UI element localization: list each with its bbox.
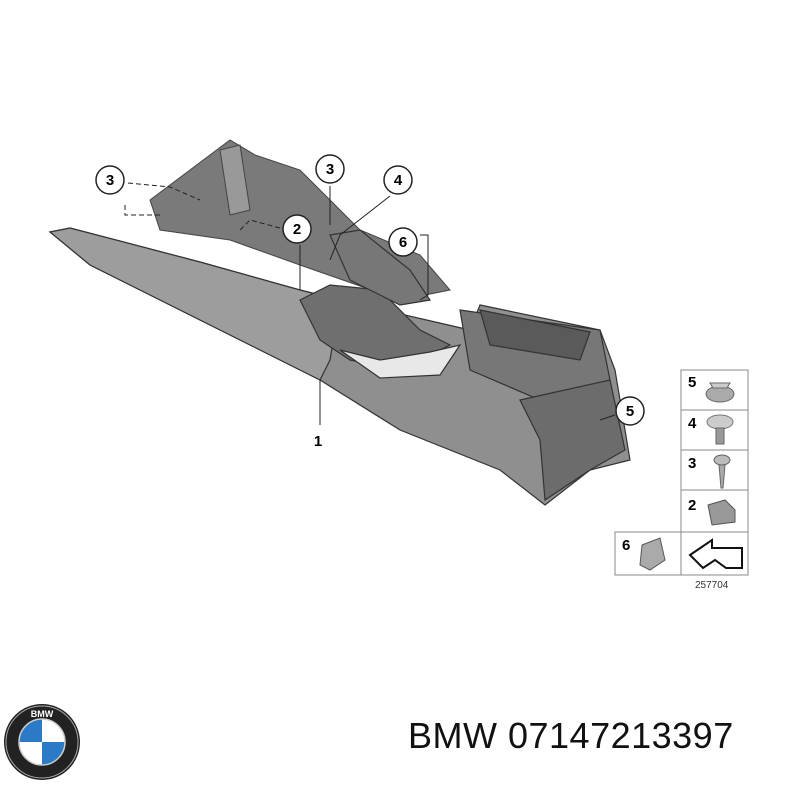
legend-label-4: 4 <box>688 415 697 432</box>
svg-text:6: 6 <box>399 234 407 251</box>
bolt-icon <box>706 414 734 445</box>
leader-lines <box>124 182 616 425</box>
clip-nut-icon <box>707 499 736 526</box>
svg-text:5: 5 <box>626 403 634 420</box>
screw-icon <box>713 454 731 489</box>
legend-label-2: 2 <box>688 497 696 514</box>
callout-3-left: 3 <box>95 165 125 195</box>
svg-text:4: 4 <box>394 172 403 189</box>
reference-number: 257704 <box>695 580 729 591</box>
part-number-caption: BMW 07147213397 <box>408 715 734 756</box>
callout-4: 4 <box>383 165 413 195</box>
bmw-logo-text: BMW <box>31 709 54 719</box>
center-console <box>48 227 631 506</box>
part-label-1: 1 <box>314 433 322 450</box>
svg-text:2: 2 <box>293 221 301 238</box>
callout-2: 2 <box>282 214 312 244</box>
svg-text:1: 1 <box>314 433 322 450</box>
legend-label-3: 3 <box>688 455 696 472</box>
legend-label-6: 6 <box>622 537 630 554</box>
nut-icon <box>705 382 735 403</box>
callout-5: 5 <box>615 396 645 426</box>
svg-text:3: 3 <box>106 172 114 189</box>
callout-3-top: 3 <box>315 154 345 184</box>
direction-arrow-icon <box>688 538 743 570</box>
clip-icon <box>639 537 666 571</box>
fastener-legend <box>614 369 749 576</box>
legend-label-5: 5 <box>688 374 696 391</box>
svg-text:3: 3 <box>326 161 334 178</box>
callout-6: 6 <box>388 227 418 257</box>
bmw-logo: BMW <box>4 704 80 780</box>
